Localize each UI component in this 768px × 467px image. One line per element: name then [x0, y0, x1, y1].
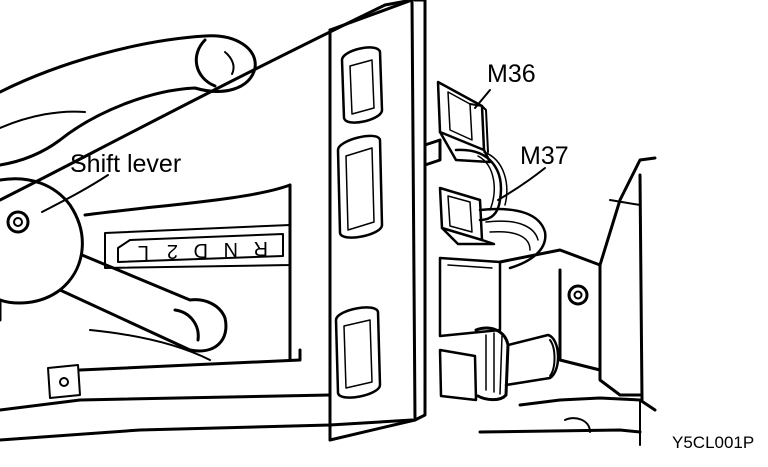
- shift-lever-leader: [41, 174, 109, 213]
- mounting-block: [438, 248, 602, 338]
- gear-letter-4: N: [224, 238, 238, 260]
- side-body-panel: [478, 156, 657, 446]
- console-outline: [0, 0, 414, 442]
- gear-letters: L 2 D N R: [138, 237, 268, 263]
- label-shift-lever: Shift lever: [70, 150, 181, 178]
- console-base: [47, 329, 302, 399]
- label-m36: M36: [487, 60, 536, 88]
- gear-letter-3: D: [194, 239, 208, 261]
- gear-indicator-window: [104, 224, 291, 269]
- connector-m37: [438, 186, 547, 270]
- bracket-panel: [328, 0, 427, 442]
- m37-leader: [497, 167, 546, 201]
- m36-leader: [474, 89, 491, 109]
- shift-lever: [0, 177, 228, 353]
- gear-letter-5: R: [254, 237, 268, 259]
- lower-connector: [438, 326, 560, 402]
- connector-m36: [436, 80, 492, 164]
- figure-code: Y5CL001P: [672, 433, 754, 452]
- label-m37: M37: [520, 142, 569, 170]
- leader-lines: [41, 89, 546, 213]
- gear-letter-2: 2: [167, 240, 178, 262]
- hand-outline: [0, 34, 257, 167]
- gear-letter-1: L: [138, 241, 149, 263]
